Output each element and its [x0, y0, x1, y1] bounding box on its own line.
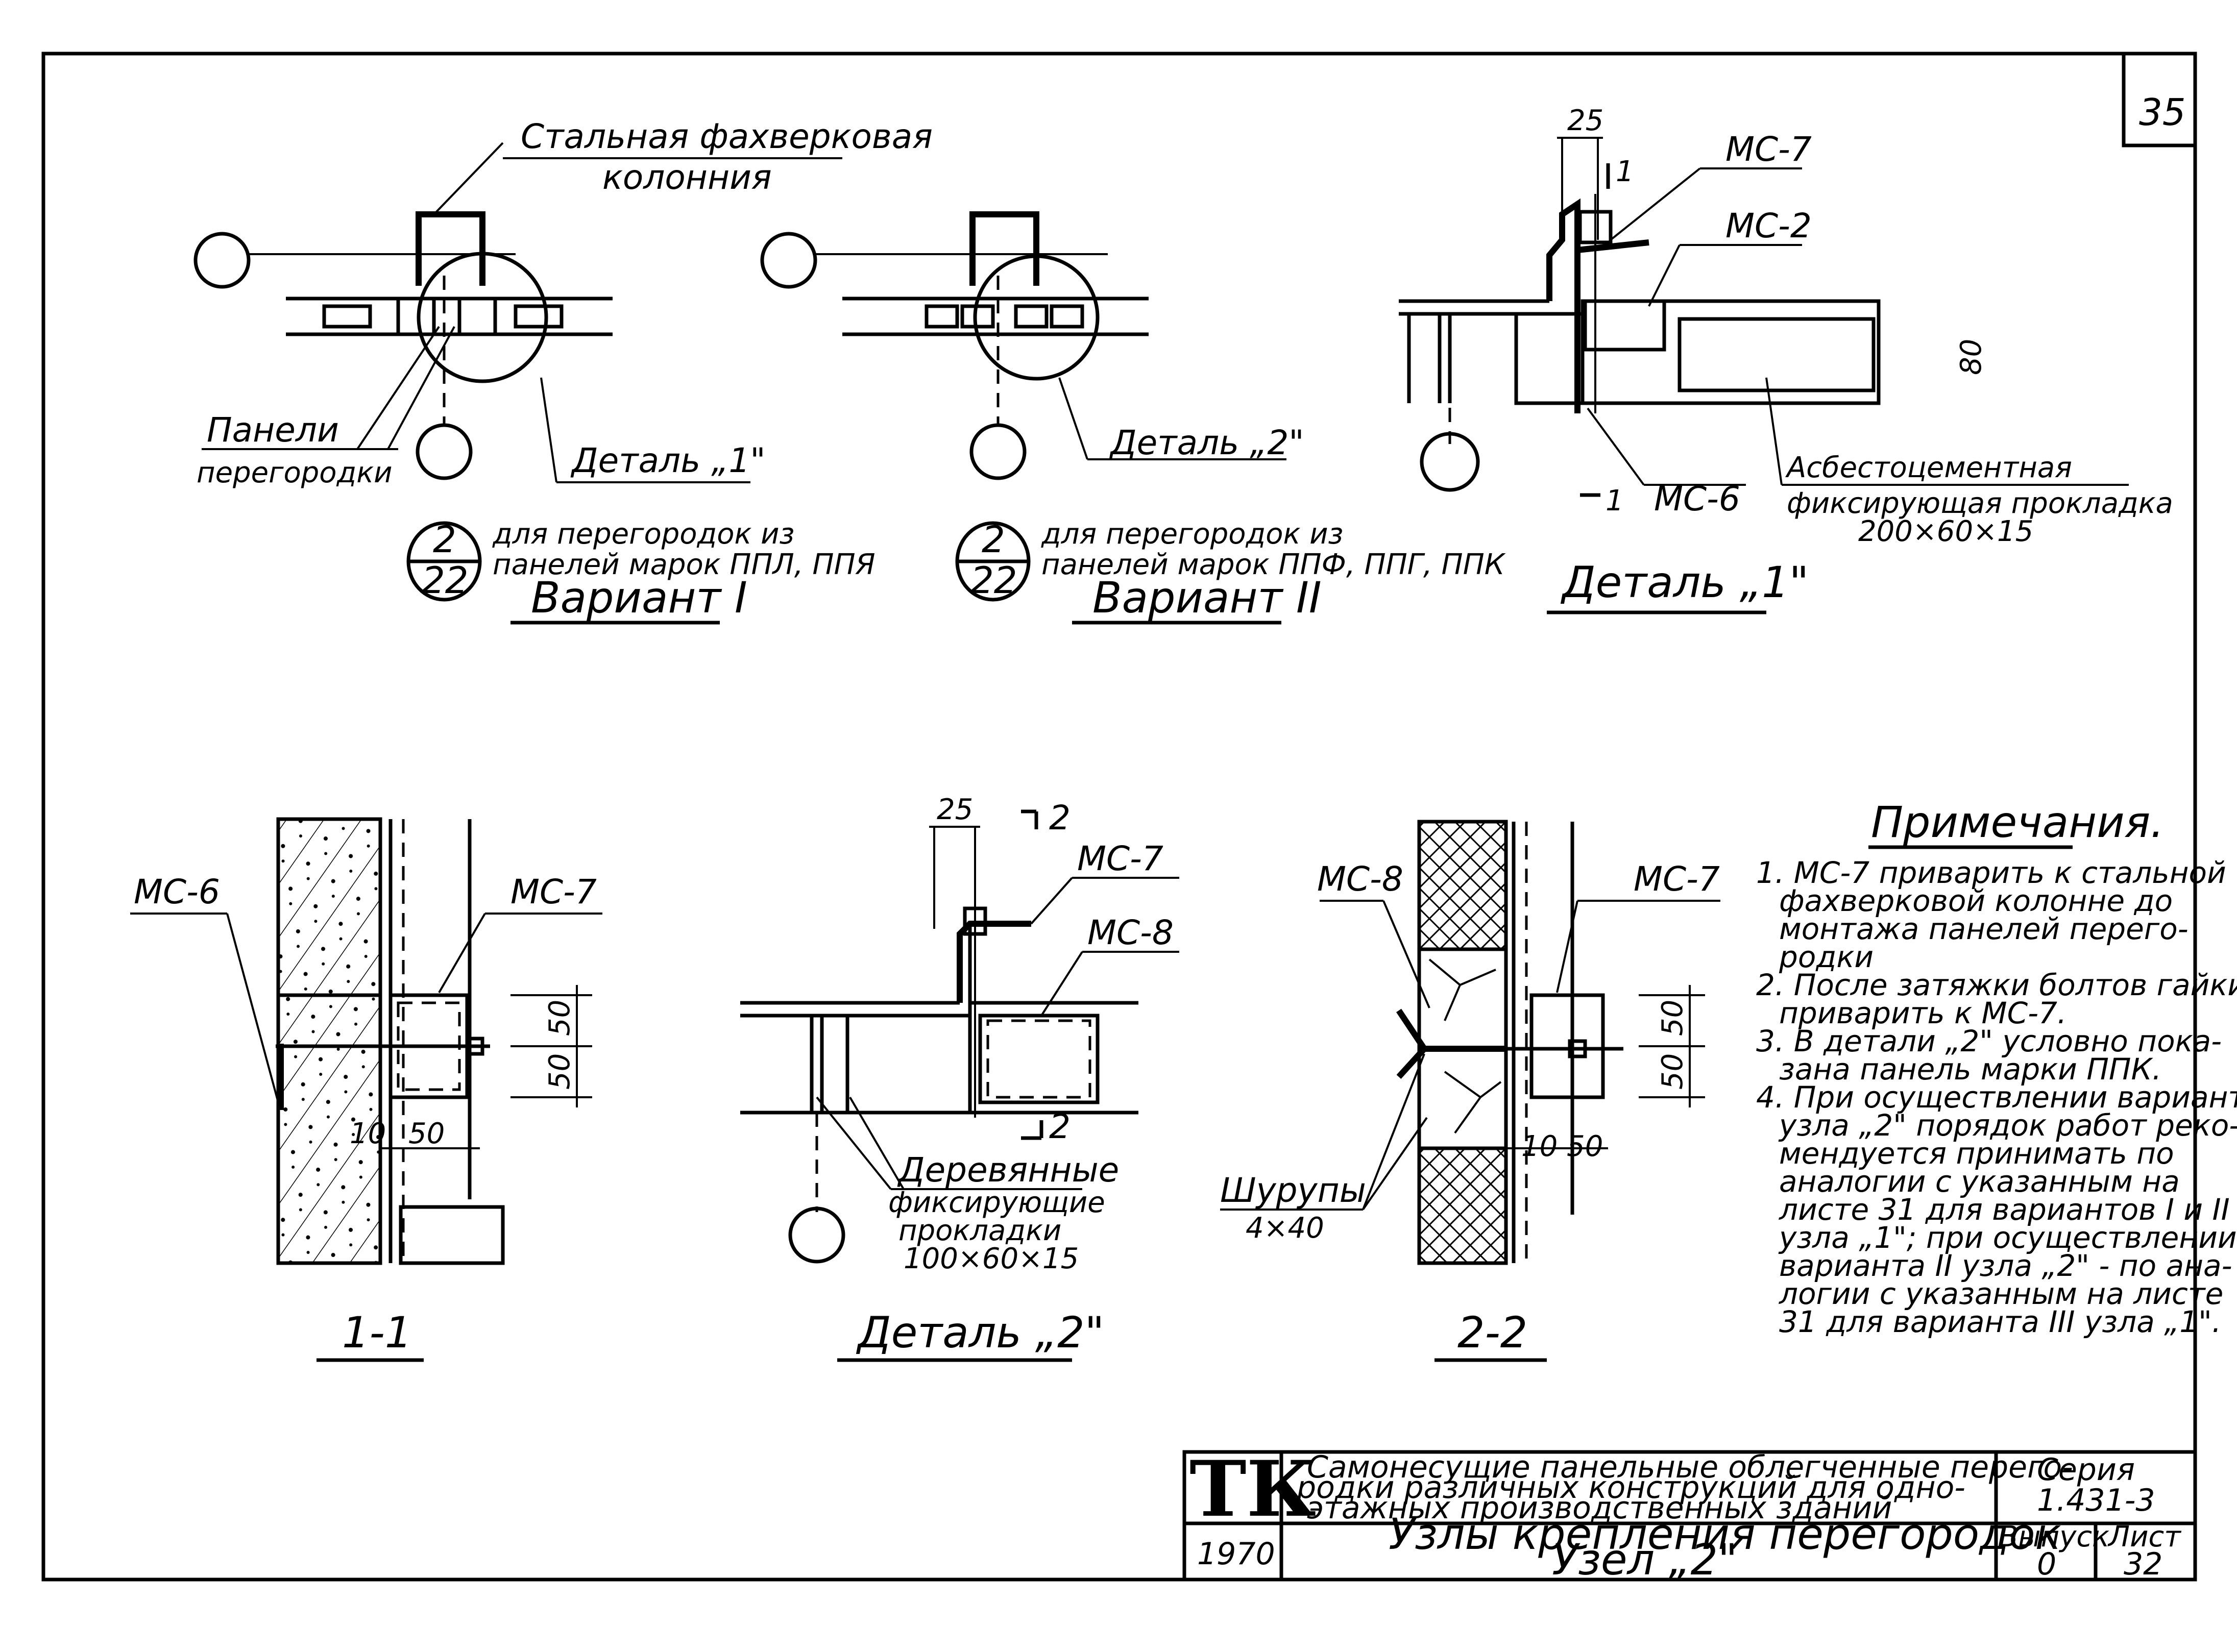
- title-block-series-label: Серия: [2037, 1452, 2135, 1488]
- section-1-1-title: 1-1: [342, 1308, 412, 1358]
- section-1-1-dim-50c: 50: [408, 1117, 445, 1150]
- title-block-logo: ТК: [1189, 1444, 1316, 1534]
- variant-2-drawing: [760, 211, 1286, 480]
- note-line: листе 31 для вариантов I и II: [1779, 1192, 2230, 1227]
- section-2-2-mc7: МС-7: [1634, 859, 1720, 899]
- detail-1-mc2: МС-2: [1725, 206, 1812, 245]
- note-line: 4. При осуществлении варианта I: [1756, 1080, 2237, 1115]
- detail-2-mark-top: 2: [1049, 798, 1071, 837]
- variant-1-drawing: [193, 142, 842, 483]
- section-1-1-mc7: МС-7: [510, 872, 597, 911]
- sheet-frame: [41, 52, 2197, 1582]
- note-line: аналогии с указанным на: [1779, 1164, 2180, 1199]
- section-1-1-dim-50b: 50: [543, 1053, 576, 1090]
- detail-2-mc7: МС-7: [1077, 839, 1163, 878]
- note-line: монтажа панелей перего-: [1779, 911, 2189, 946]
- detail-1-section-mark: 1: [1616, 155, 1634, 188]
- title-block-sheet-value: 32: [2124, 1546, 2162, 1582]
- title-block-desc-1: Самонесущие панельные облегченные перего…: [1307, 1449, 2073, 1485]
- badge-variant-2-top: 2: [982, 518, 1005, 561]
- detail-2-ref: Деталь „2": [1109, 423, 1304, 462]
- badge-variant-1-bottom: 22: [422, 559, 469, 602]
- detail-1-mc6: МС-6: [1654, 479, 1740, 519]
- section-2-2-screws-1: Шурупы: [1220, 1171, 1366, 1210]
- note-line: узла „1"; при осуществлении: [1778, 1220, 2237, 1255]
- section-2-2-dim-1050: 10 50: [1521, 1130, 1603, 1163]
- variant-2-title: Вариант II: [1092, 573, 1322, 623]
- detail-2-drawing: [740, 809, 1179, 1264]
- title-block-year: 1970: [1197, 1536, 1275, 1572]
- badge-variant-2: [955, 521, 1031, 602]
- note-line: фахверковой колонне до: [1779, 883, 2173, 918]
- sheet-number-box: [2122, 54, 2195, 147]
- section-1-1-dim-50a: 50: [543, 1000, 576, 1036]
- label-column-2: колонния: [602, 158, 772, 197]
- detail-2-pad-2: фиксирующие: [888, 1186, 1105, 1219]
- note-line: 2. После затяжки болтов гайки: [1756, 968, 2237, 1002]
- title-block-series-value: 1.431-3: [2037, 1483, 2155, 1518]
- detail-1-dim-25: 25: [1567, 104, 1603, 137]
- variant-2-desc-2: панелей марок ППФ, ППГ, ППК: [1041, 548, 1506, 581]
- title-block-issue-value: 0: [2037, 1546, 2056, 1582]
- note-line: 1. МС-7 приварить к стальной: [1756, 855, 2226, 890]
- detail-1-ref: Деталь „1": [570, 441, 766, 480]
- label-panels-2: перегородки: [197, 456, 393, 489]
- section-1-1-dim-10: 10: [350, 1117, 386, 1150]
- badge-variant-2-bottom: 22: [970, 559, 1017, 602]
- detail-2-mc8: МС-8: [1087, 913, 1174, 952]
- variant-1-desc-2: панелей марок ППЛ, ППЯ: [493, 548, 876, 581]
- detail-2-title: Деталь „2": [856, 1308, 1104, 1358]
- section-1-1-mc6: МС-6: [134, 872, 220, 911]
- detail-1-title: Деталь „1": [1560, 557, 1809, 607]
- label-panels: Панели: [207, 410, 339, 450]
- detail-1-pad-1: Асбестоцементная: [1785, 451, 2072, 484]
- detail-1-dim-80: 80: [1955, 339, 1988, 375]
- detail-1-drawing: [1399, 137, 2129, 497]
- section-1-1-drawing: [130, 817, 602, 1265]
- note-line: мендуется принимать по: [1779, 1136, 2174, 1171]
- section-2-2-dim-50b: 50: [1656, 1053, 1689, 1090]
- title-block-desc-2: родки различных конструкций для одно-: [1296, 1470, 1965, 1506]
- note-line: узла „2" порядок работ реко-: [1778, 1108, 2237, 1143]
- section-2-2-title: 2-2: [1457, 1308, 1527, 1358]
- notes-list: 1. МС-7 приварить к стальной фахверковой…: [1756, 855, 2237, 1339]
- variant-2-desc-1: для перегородок из: [1041, 517, 1343, 551]
- section-2-2-screws-2: 4×40: [1246, 1212, 1324, 1245]
- variant-1-title: Вариант I: [531, 573, 747, 623]
- detail-2-dim-25: 25: [937, 793, 973, 826]
- notes-heading: Примечания.: [1871, 797, 2164, 847]
- section-2-2-mc8: МС-8: [1317, 859, 1403, 899]
- detail-2-pad-3: прокладки: [898, 1214, 1061, 1247]
- section-2-2-dim-50a: 50: [1656, 1000, 1689, 1036]
- note-line: варианта II узла „2" - по ана-: [1779, 1248, 2232, 1283]
- note-line: приварить к МС-7.: [1779, 996, 2066, 1030]
- detail-1-pad-2: фиксирующая прокладка: [1787, 487, 2173, 520]
- variant-1-desc-1: для перегородок из: [492, 517, 794, 551]
- detail-2-mark-bottom: 2: [1049, 1107, 1071, 1146]
- note-line: 31 для варианта III узла „1".: [1779, 1304, 2221, 1339]
- note-line: родки: [1779, 940, 1874, 974]
- section-2-2-drawing: [1220, 820, 1720, 1265]
- note-line: 3. В детали „2" условно пока-: [1756, 1024, 2222, 1058]
- detail-1-section-mark-bottom: 1: [1606, 484, 1624, 517]
- title-block: [1182, 1450, 2197, 1582]
- title-block-sheet-title-1: Узлы крепления перегородок: [1389, 1509, 2061, 1559]
- note-line: логии с указанным на листе: [1779, 1276, 2223, 1311]
- title-block-sheet-title-2: Узел „2": [1552, 1535, 1738, 1585]
- badge-variant-1-top: 2: [433, 518, 456, 561]
- label-column: Стальная фахверковая: [521, 117, 933, 156]
- title-block-issue-label: Выпуск: [1999, 1520, 2109, 1554]
- detail-2-pad-4: 100×60×15: [904, 1242, 1079, 1275]
- detail-2-pad-1: Деревянные: [897, 1150, 1119, 1190]
- title-block-desc-3: этажных производственных зданий: [1307, 1490, 1892, 1526]
- sheet-number: 35: [2139, 91, 2186, 134]
- detail-1-pad-3: 200×60×15: [1858, 515, 2033, 548]
- note-line: зана панель марки ППК.: [1779, 1052, 2161, 1087]
- detail-1-mc7: МС-7: [1725, 130, 1812, 169]
- badge-variant-1: [406, 521, 482, 602]
- title-block-sheet-label: Лист: [2107, 1520, 2181, 1554]
